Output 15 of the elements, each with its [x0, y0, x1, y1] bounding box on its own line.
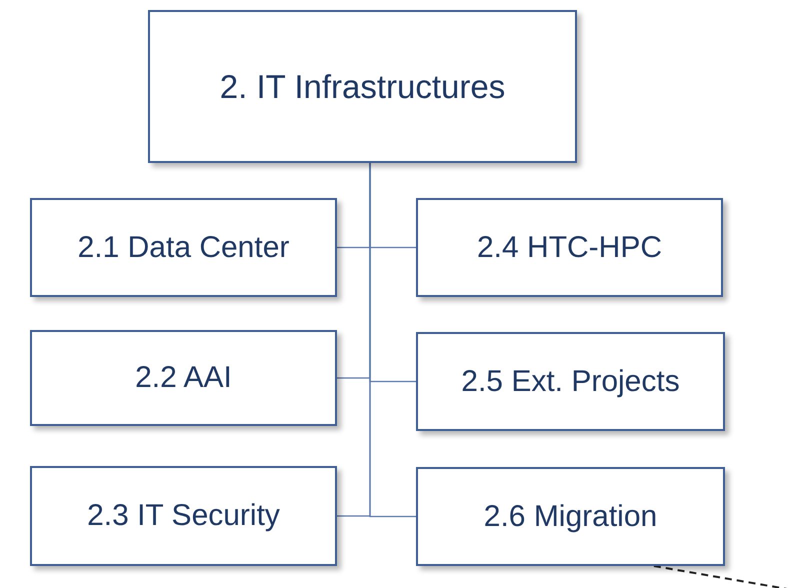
unit-title: 2.5 Ext. Projects: [461, 364, 680, 398]
parent-unit-box: [148, 10, 577, 163]
unit-box: [30, 466, 337, 566]
unit-box: [416, 332, 725, 431]
unit-title: 2.1 Data Center: [78, 230, 290, 264]
unit-box: [416, 198, 723, 297]
unit-box: [30, 198, 337, 297]
unit-title: 2.4 HTC-HPC: [476, 230, 662, 264]
unit-box: [416, 467, 725, 566]
connector-line: [369, 163, 416, 518]
unit-title: 2.6 Migration: [484, 500, 658, 534]
unit-title: 2.2 AAI: [135, 361, 232, 395]
unit-title: 2. IT Infrastructures: [220, 68, 506, 106]
unit-box: [30, 330, 337, 426]
unit-title: 2.3 IT Security: [87, 499, 280, 533]
